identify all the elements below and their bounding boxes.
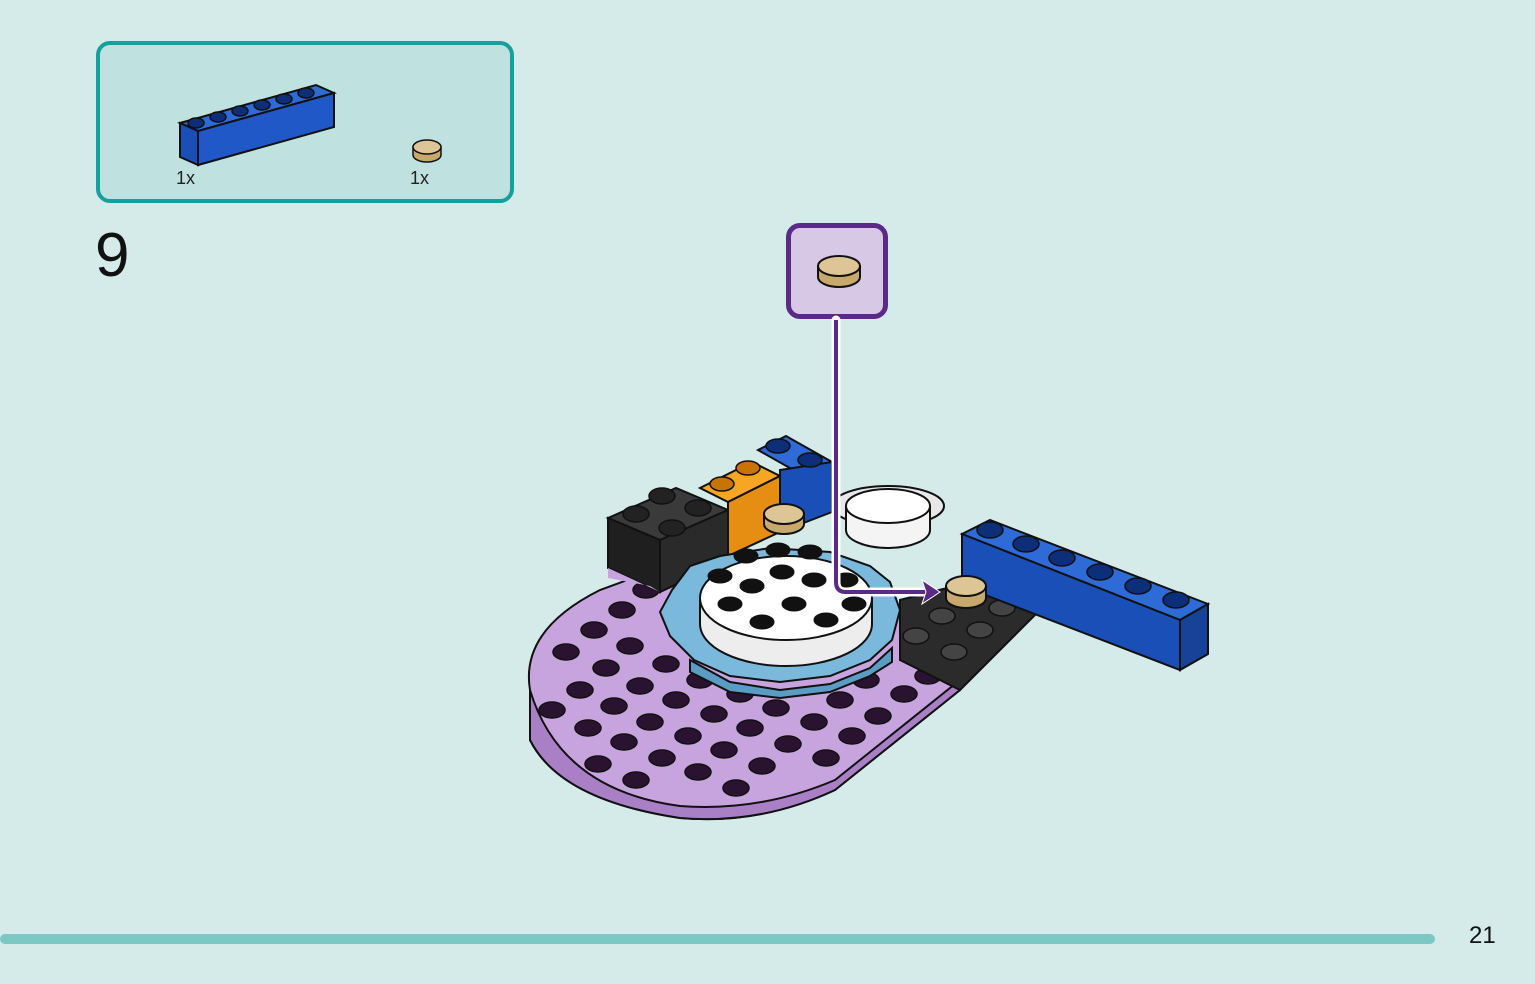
tan-round-tile-icon bbox=[412, 139, 442, 163]
tan-round-tile-icon bbox=[817, 255, 861, 288]
parts-list-box: 1x 1x bbox=[96, 41, 514, 203]
tan-tile-new bbox=[945, 575, 987, 609]
black-2x2-brick bbox=[605, 486, 731, 594]
placement-arrow bbox=[831, 315, 941, 606]
orange-brick bbox=[697, 460, 783, 558]
part-quantity: 1x bbox=[410, 168, 430, 188]
page-number: 21 bbox=[1469, 922, 1496, 949]
part-quantity: 1x bbox=[176, 168, 196, 188]
white-round-tile bbox=[831, 485, 945, 549]
tan-tile-back bbox=[763, 503, 805, 535]
step-number: 9 bbox=[95, 221, 130, 290]
blue-1x6-brick-icon bbox=[177, 83, 337, 167]
footer-progress-bar bbox=[0, 934, 1435, 944]
blue-1x6-brick bbox=[959, 518, 1211, 672]
base-plate-studs bbox=[538, 581, 942, 797]
white-turntable bbox=[699, 542, 873, 667]
